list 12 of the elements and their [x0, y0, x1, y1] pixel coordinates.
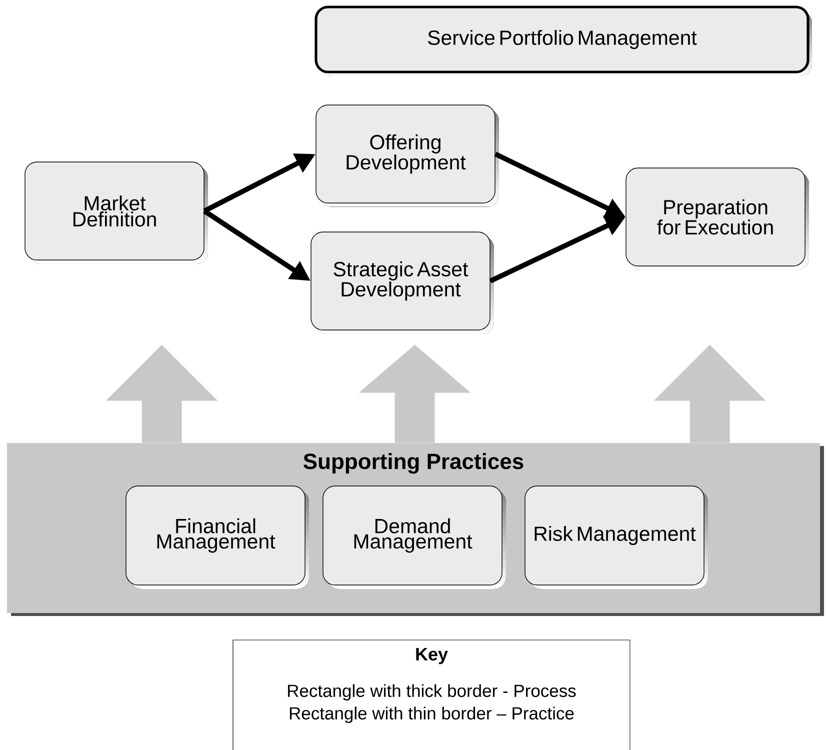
- key-box: Key Rectangle with thick border - Process Rectangle with thin border – Practice: [232, 640, 630, 750]
- process-box: Service Portfolio Management: [314, 6, 812, 76]
- block-arrow: [654, 344, 766, 443]
- practice-box: Demand Management: [322, 486, 506, 589]
- practice-box: Risk Management: [524, 486, 708, 589]
- practice-box: Market Definition: [24, 162, 208, 264]
- practice-box: Preparation for Execution: [626, 168, 809, 270]
- block-arrow: [106, 344, 218, 443]
- block-arrow: [358, 344, 471, 443]
- practice-box: Financial Management: [126, 486, 309, 589]
- practice-box: Offering Development: [316, 104, 499, 207]
- practice-box: Strategic Asset Development: [310, 232, 494, 334]
